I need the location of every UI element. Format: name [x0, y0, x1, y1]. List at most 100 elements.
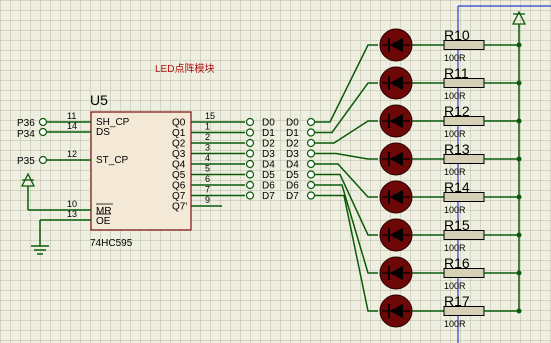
pin-name: Q0 — [172, 118, 186, 129]
terminal-circle-icon[interactable] — [306, 138, 316, 148]
terminal-circle-icon[interactable] — [245, 191, 255, 200]
bus-to-led-wire — [315, 194, 378, 312]
bus-label-d1: D1 — [286, 128, 299, 139]
pin-name: DS — [96, 127, 110, 138]
bus-label-d6: D6 — [286, 181, 299, 192]
resistor-value: 100R — [444, 243, 466, 253]
bus-label-d0: D0 — [286, 118, 299, 129]
bus-to-led-wire — [315, 44, 378, 123]
power-arrow-icon[interactable] — [511, 10, 527, 25]
led-resistor-rows: R10100RR11100RR12100RR13100RR14100RR1510… — [315, 27, 522, 329]
pin-num: 6 — [205, 174, 210, 184]
power-arrow-icon[interactable] — [20, 172, 61, 211]
bus-to-led-wire — [315, 120, 378, 144]
terminal-circle-icon[interactable] — [306, 117, 316, 127]
pin-num: 4 — [205, 153, 210, 163]
chip-u5[interactable]: U5 74HC595 — [90, 92, 192, 249]
resistor-value: 100R — [444, 205, 466, 215]
resistor-ref: R17 — [444, 293, 470, 309]
terminal-circle-icon[interactable] — [245, 138, 255, 148]
resistor-ref: R15 — [444, 217, 470, 233]
led-diode-icon[interactable] — [379, 218, 413, 252]
terminal-circle-icon[interactable] — [306, 191, 316, 200]
net-label-d1: D1 — [262, 128, 275, 139]
pin-num: 15 — [205, 111, 215, 121]
net-label-d2: D2 — [262, 139, 275, 150]
resistor-ref: R11 — [444, 65, 469, 81]
net-label-p36: P36 — [17, 118, 35, 129]
resistor-value: 100R — [444, 129, 466, 139]
power-rail — [511, 10, 527, 311]
resistor-value: 100R — [444, 281, 466, 291]
chip-part: 74HC595 — [90, 238, 133, 249]
led-resistor-row: R10 100R — [315, 27, 522, 123]
chip-ref: U5 — [90, 92, 108, 108]
resistor-value: 100R — [444, 53, 466, 63]
resistor-ref: R14 — [444, 179, 470, 195]
led-diode-icon[interactable] — [379, 66, 413, 100]
chip-body — [90, 111, 192, 231]
terminal-circle-icon[interactable] — [306, 128, 316, 137]
bus-to-led-wire — [315, 152, 378, 160]
net-label-d0: D0 — [262, 118, 275, 129]
led-diode-icon[interactable] — [379, 180, 413, 214]
led-diode-icon[interactable] — [379, 142, 413, 176]
terminal-circle-icon[interactable] — [38, 127, 48, 137]
pin-num: 14 — [67, 121, 77, 131]
pin-name: Q3 — [172, 149, 186, 160]
led-diode-icon[interactable] — [379, 28, 413, 62]
terminal-circle-icon[interactable] — [245, 117, 255, 127]
terminal-circle-icon[interactable] — [306, 149, 316, 158]
terminal-circle-icon[interactable] — [306, 180, 316, 190]
ground-icon[interactable] — [31, 219, 61, 255]
pin-name: SH_CP — [96, 117, 130, 128]
pin-name: ST_CP — [96, 155, 129, 166]
led-resistor-row: R17 100R — [315, 194, 522, 329]
led-resistor-row: R15 100R — [315, 173, 522, 253]
terminal-circle-icon[interactable] — [38, 155, 48, 165]
pin-name: OE — [96, 216, 111, 227]
bus-label-d3: D3 — [286, 149, 299, 160]
pin-name: Q7 — [172, 191, 186, 202]
bus-label-d4: D4 — [286, 160, 299, 171]
resistor-value: 100R — [444, 91, 466, 101]
terminal-circle-icon[interactable] — [245, 128, 255, 137]
resistor-ref: R10 — [444, 27, 470, 43]
net-label-p35: P35 — [17, 156, 35, 167]
led-resistor-row: R11 100R — [315, 65, 522, 134]
bus-to-led-wire — [315, 184, 378, 274]
terminal-circle-icon[interactable] — [245, 170, 255, 179]
led-diode-icon[interactable] — [379, 294, 413, 328]
pin-num: 11 — [67, 111, 76, 121]
bus-label-d5: D5 — [286, 170, 299, 181]
resistor-ref: R13 — [444, 141, 470, 157]
terminal-circle-icon[interactable] — [245, 159, 255, 169]
net-label-d6: D6 — [262, 181, 275, 192]
terminal-circle-icon[interactable] — [245, 149, 255, 158]
module-label: LED点阵模块 — [155, 62, 214, 75]
terminal-circle-icon[interactable] — [38, 117, 48, 127]
led-diode-icon[interactable] — [379, 256, 413, 290]
pin-num: 10 — [67, 199, 77, 209]
net-label-d4: D4 — [262, 160, 275, 171]
bus-to-led-wire — [315, 173, 378, 236]
terminal-circle-icon[interactable] — [245, 180, 255, 190]
terminal-circle-icon[interactable] — [306, 170, 316, 179]
pin-num: 13 — [67, 209, 77, 219]
bus-label-d7: D7 — [286, 191, 299, 202]
pin-name: Q7' — [172, 202, 187, 213]
pin-num: 1 — [205, 122, 210, 132]
pin-num: 12 — [67, 149, 77, 159]
input-nets: P36 P34 P35 — [17, 117, 61, 167]
terminal-circle-icon[interactable] — [306, 159, 316, 169]
bus-to-led-wire — [315, 163, 378, 198]
pin-name: Q5 — [172, 170, 186, 181]
bus-label-d2: D2 — [286, 139, 299, 150]
pin-num: 2 — [205, 132, 210, 142]
led-diode-icon[interactable] — [379, 104, 413, 138]
net-label-p34: P34 — [17, 129, 35, 140]
